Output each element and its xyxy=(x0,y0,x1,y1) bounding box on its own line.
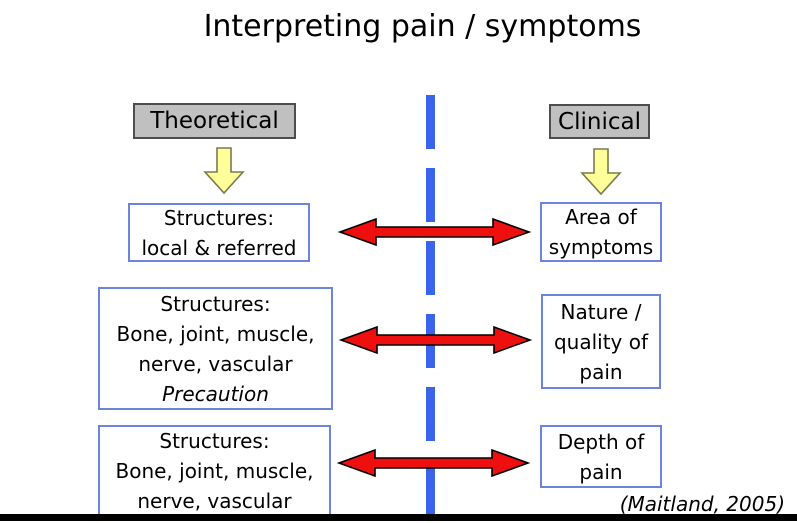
down-arrow-shape xyxy=(580,148,622,196)
down-arrow-shape xyxy=(203,147,245,195)
box-line: symptoms xyxy=(548,235,654,259)
double-headed-arrow-icon xyxy=(338,325,533,355)
box-line: Structures: xyxy=(163,205,275,230)
double-headed-arrow-icon xyxy=(337,217,532,247)
box-line: nerve, vascular xyxy=(137,488,292,513)
theoretical-header-label: Theoretical xyxy=(150,108,279,134)
box-line: pain xyxy=(579,459,623,484)
double-headed-arrow-shape xyxy=(337,217,532,247)
down-arrow-icon xyxy=(580,148,622,196)
box-line: pain xyxy=(579,359,623,384)
box-line: Bone, joint, muscle, xyxy=(115,458,314,483)
theoretical-header: Theoretical xyxy=(133,103,296,139)
box-nature-quality-of-pain: Nature / quality of pain xyxy=(541,294,661,389)
box-line: quality of xyxy=(553,329,649,354)
box-line: Bone, joint, muscle, xyxy=(116,321,315,346)
double-headed-arrow-icon xyxy=(336,448,531,478)
box-structures-local-referred: Structures: local & referred xyxy=(128,203,310,262)
box-line: nerve, vascular xyxy=(138,351,293,376)
box-line: Structures: xyxy=(160,291,271,316)
citation: (Maitland, 2005) xyxy=(619,492,785,516)
box-line-emphasis: Precaution xyxy=(162,381,269,406)
box-line: Area of xyxy=(565,205,637,229)
box-line: Structures: xyxy=(159,428,270,453)
box-structures-bone-joint: Structures: Bone, joint, muscle, nerve, … xyxy=(98,425,331,516)
down-arrow-icon xyxy=(203,147,245,195)
box-structures-precaution: Structures: Bone, joint, muscle, nerve, … xyxy=(98,287,333,410)
box-depth-of-pain: Depth of pain xyxy=(540,425,662,488)
dashed-divider-line xyxy=(426,95,435,523)
double-headed-arrow-shape xyxy=(336,448,531,478)
clinical-header-label: Clinical xyxy=(558,108,641,135)
clinical-header: Clinical xyxy=(549,104,650,139)
box-line: Depth of xyxy=(557,429,645,454)
bottom-border-bar xyxy=(0,514,797,521)
page-title: Interpreting pain / symptoms xyxy=(203,9,642,44)
box-line: Nature / xyxy=(560,299,642,324)
double-headed-arrow-shape xyxy=(338,325,533,355)
box-area-of-symptoms: Area of symptoms xyxy=(540,202,662,262)
box-line: local & referred xyxy=(141,235,297,260)
